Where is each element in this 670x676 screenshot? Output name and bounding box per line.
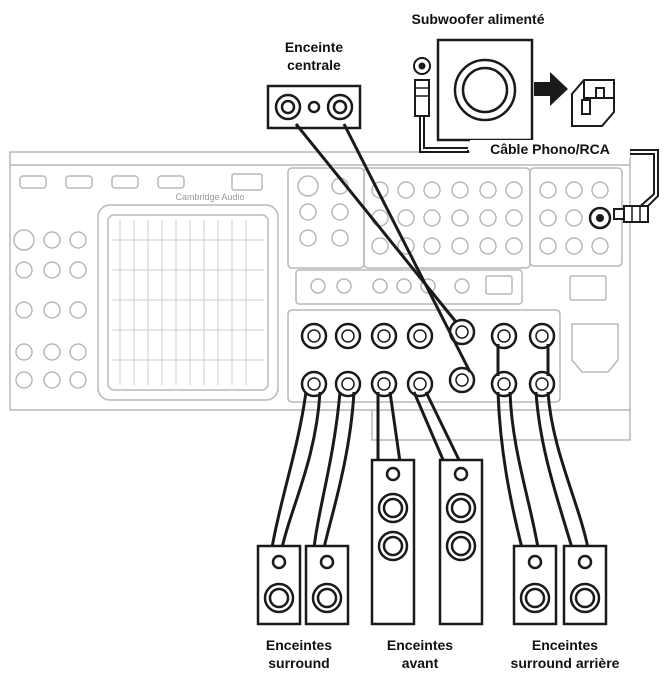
- receiver-brand: Cambridge Audio: [175, 192, 244, 202]
- rear-label-line1: Enceintes: [531, 637, 599, 653]
- subwoofer: [436, 38, 534, 142]
- surround-label-line2: surround: [268, 655, 330, 671]
- front-label-line1: Enceintes: [386, 637, 454, 653]
- surround-label: Enceintes surround: [244, 636, 354, 672]
- center-label-line1: Enceinte: [284, 39, 344, 55]
- cable-label-text: Câble Phono/RCA: [490, 141, 610, 157]
- front-label-line2: avant: [401, 655, 439, 671]
- speaker-wires: [270, 123, 590, 549]
- receiver-rear-panel: [9, 151, 631, 441]
- wall-outlet-icon: [571, 79, 615, 127]
- surround-speaker-left: [256, 544, 302, 626]
- center-label-line2: centrale: [287, 57, 341, 73]
- sub-out-jack: [588, 206, 612, 230]
- rear-speaker-right: [562, 544, 608, 626]
- cable-label: Câble Phono/RCA: [470, 140, 630, 158]
- surround-label-line1: Enceintes: [265, 637, 333, 653]
- rear-speaker-left: [512, 544, 558, 626]
- receiver-rca-plug: [613, 205, 649, 223]
- center-speaker: [266, 84, 362, 130]
- power-arrow: [534, 72, 568, 106]
- rear-label-line2: surround arrière: [510, 655, 620, 671]
- rca-cable: [419, 116, 659, 215]
- subwoofer-label-text: Subwoofer alimenté: [411, 11, 545, 27]
- rear-surround-label: Enceintes surround arrière: [490, 636, 640, 672]
- sub-rca-plug: [413, 57, 431, 117]
- terminal-bottom-row: [300, 366, 556, 398]
- terminal-top-row: [300, 318, 556, 350]
- speaker-terminals: [300, 318, 556, 398]
- front-label: Enceintes avant: [370, 636, 470, 672]
- front-speaker-right: [438, 458, 484, 626]
- surround-speaker-right: [304, 544, 350, 626]
- subwoofer-label: Subwoofer alimenté: [388, 10, 568, 28]
- front-speaker-left: [370, 458, 416, 626]
- center-speaker-label: Enceinte centrale: [256, 38, 372, 74]
